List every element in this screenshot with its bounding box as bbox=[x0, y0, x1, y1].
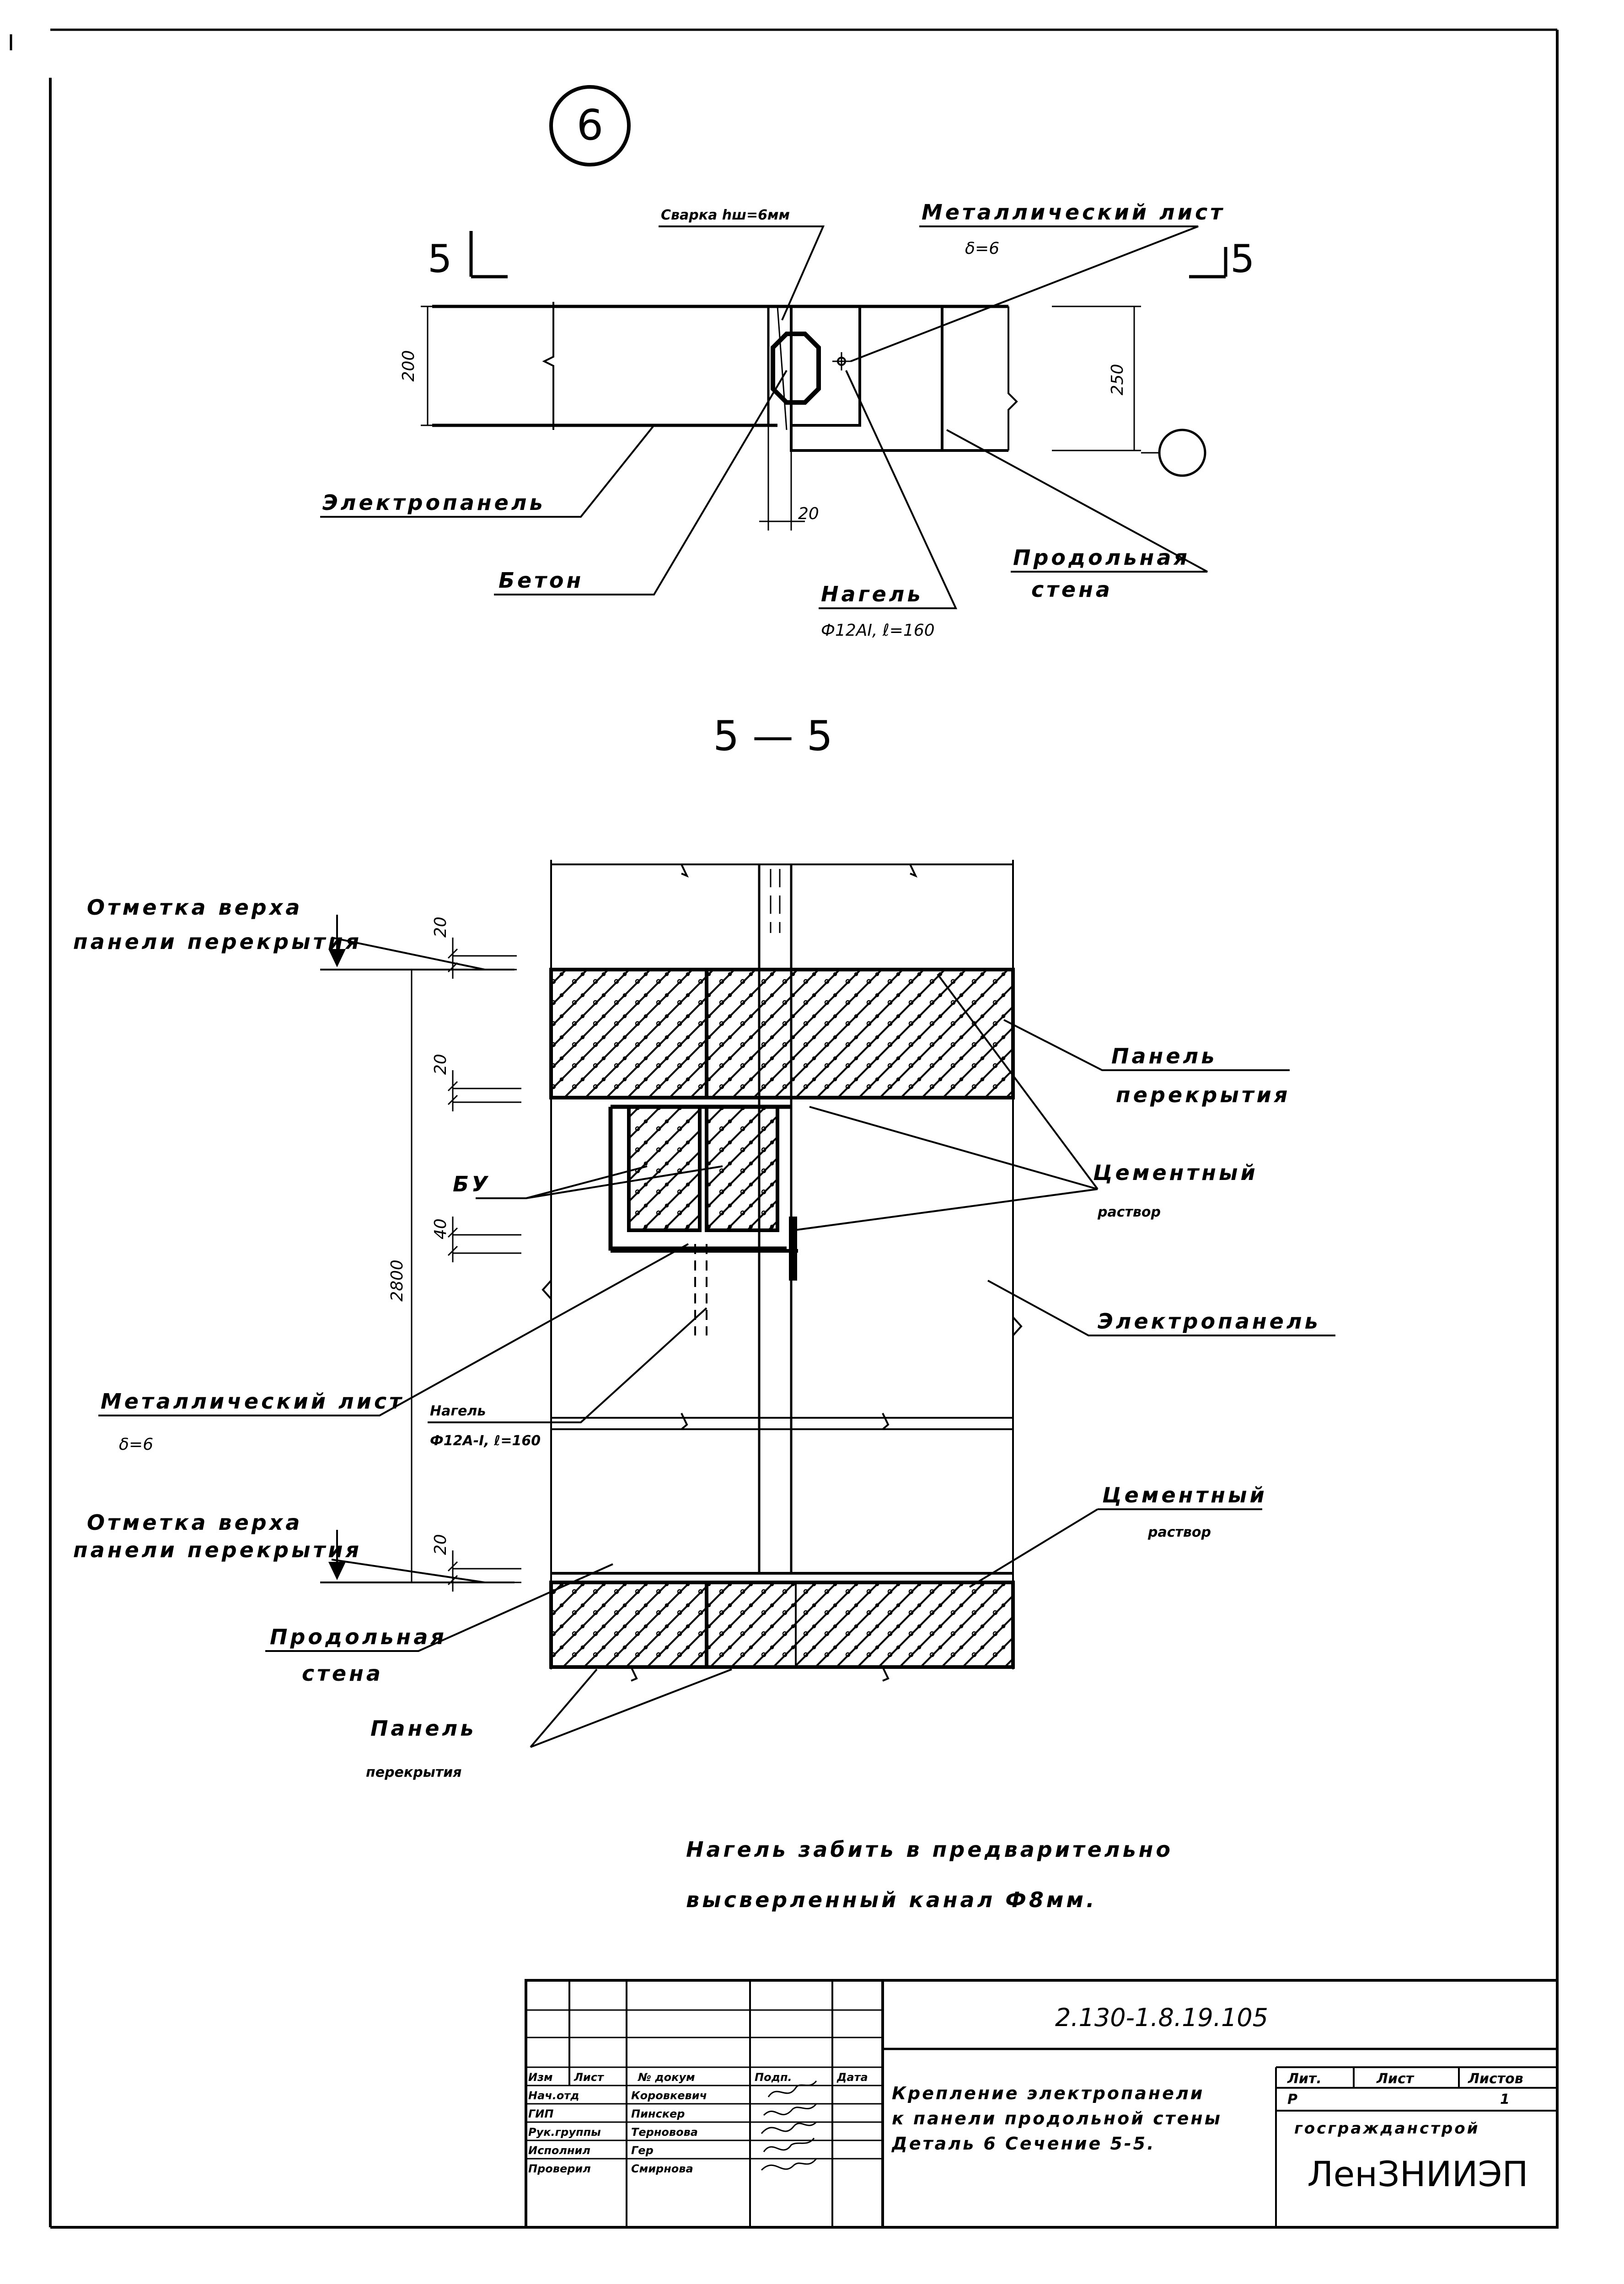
dim-20: 20 bbox=[798, 504, 819, 523]
name-2: Терновова bbox=[631, 2126, 698, 2139]
name-1: Пинскер bbox=[631, 2107, 685, 2120]
sec-dim-40: 40 bbox=[431, 1218, 450, 1239]
lit-header: Лит. bbox=[1287, 2071, 1322, 2087]
sheet-header: Лист bbox=[1376, 2071, 1415, 2087]
weld-label: Сварка hш=6мм bbox=[661, 207, 790, 223]
role-2: Рук.группы bbox=[528, 2126, 601, 2139]
dim-250: 250 bbox=[1108, 364, 1127, 396]
hdr-izm: Изм bbox=[528, 2071, 553, 2084]
mortar-label-1: Цементный bbox=[1093, 1160, 1258, 1185]
top-dowel-label: Нагель bbox=[821, 582, 923, 606]
mortar-label-2: раствор bbox=[1097, 1204, 1161, 1220]
slab-label-1: Панель bbox=[1111, 1044, 1217, 1068]
bu-label: БУ bbox=[453, 1172, 491, 1196]
sheets-header: Листов bbox=[1468, 2071, 1523, 2087]
detail-number: 6 bbox=[577, 101, 604, 150]
sec-dim-2800: 2800 bbox=[388, 1260, 407, 1302]
sec-dowel-label: Нагель bbox=[430, 1403, 486, 1419]
top-dowel-spec: Ф12АI, ℓ=160 bbox=[821, 621, 935, 640]
slab2-label-1: Панель bbox=[370, 1716, 476, 1741]
mortar2-label-1: Цементный bbox=[1102, 1483, 1267, 1507]
title-line-2: к панели продольной стены bbox=[892, 2108, 1222, 2129]
section-mark-left: 5 bbox=[428, 236, 452, 281]
org-line-1: госгражданстрой bbox=[1294, 2119, 1479, 2138]
hdr-list: Лист bbox=[573, 2071, 605, 2084]
note-line-1: Нагель забить в предварительно bbox=[686, 1837, 1173, 1862]
top-wall-label-2: стена bbox=[1031, 577, 1113, 602]
epanel-label: Электропанель bbox=[1098, 1309, 1321, 1334]
section-title: 5 — 5 bbox=[713, 712, 833, 760]
sheets-value: 1 bbox=[1500, 2091, 1510, 2107]
role-3: Исполнил bbox=[528, 2144, 590, 2157]
sec-dowel-spec: Ф12А-I, ℓ=160 bbox=[430, 1433, 541, 1449]
title-line-1: Крепление электропанели bbox=[892, 2083, 1204, 2103]
top-wall-label-1: Продольная bbox=[1013, 545, 1190, 570]
sec-dim-20a: 20 bbox=[431, 917, 450, 938]
hdr-date: Дата bbox=[836, 2071, 868, 2084]
section-5-5 bbox=[320, 860, 1023, 1682]
hdr-sign: Подп. bbox=[755, 2071, 792, 2084]
top-sheet-thickness: δ=6 bbox=[965, 239, 999, 258]
hdr-doc: № докум bbox=[638, 2071, 695, 2084]
top-sheet-label: Металлический лист bbox=[922, 200, 1225, 225]
role-4: Проверил bbox=[528, 2162, 591, 2175]
top-level-label-1: Отметка верха bbox=[87, 895, 302, 920]
wall-label-1: Продольная bbox=[270, 1625, 447, 1649]
bottom-level-label-1: Отметка верха bbox=[87, 1510, 302, 1535]
note-line-2: высверленный канал Ф8мм. bbox=[686, 1887, 1097, 1912]
bottom-level-label-2: панели перекрытия bbox=[73, 1538, 362, 1562]
detail-marker: 6 bbox=[549, 85, 631, 166]
title-line-3: Деталь 6 Сечение 5-5. bbox=[891, 2134, 1156, 2154]
section-mark-right: 5 bbox=[1230, 236, 1254, 281]
sec-sheet-thickness: δ=6 bbox=[119, 1435, 153, 1454]
concrete-label: Бетон bbox=[498, 568, 584, 593]
name-3: Гер bbox=[631, 2144, 654, 2157]
doc-code: 2.130-1.8.19.105 bbox=[1055, 2003, 1268, 2032]
top-panel-label: Электропанель bbox=[322, 490, 546, 515]
title-block bbox=[525, 1979, 1559, 2229]
section-leaders bbox=[98, 973, 1335, 1748]
sec-sheet-label: Металлический лист bbox=[101, 1389, 404, 1414]
slab-label-2: перекрытия bbox=[1116, 1083, 1290, 1107]
org-line-2: ЛенЗНИИЭП bbox=[1307, 2154, 1528, 2194]
lit-value: Р bbox=[1287, 2091, 1297, 2107]
mortar2-label-2: раствор bbox=[1147, 1524, 1211, 1540]
top-plan-detail bbox=[421, 302, 1206, 531]
name-0: Коровкевич bbox=[631, 2089, 707, 2102]
top-level-label-2: панели перекрытия bbox=[73, 929, 362, 954]
role-1: ГИП bbox=[528, 2107, 553, 2120]
sec-dim-20b: 20 bbox=[431, 1054, 450, 1075]
dim-200: 200 bbox=[399, 350, 418, 382]
name-4: Смирнова bbox=[631, 2162, 693, 2175]
section-cut-marks: 5 5 bbox=[428, 231, 1254, 281]
signatures bbox=[761, 2080, 817, 2171]
slab2-label-2: перекрытия bbox=[366, 1764, 462, 1780]
sec-dim-20c: 20 bbox=[431, 1534, 450, 1555]
top-leaders bbox=[320, 225, 1208, 609]
wall-label-2: стена bbox=[302, 1661, 383, 1686]
role-0: Нач.отд bbox=[528, 2089, 579, 2102]
